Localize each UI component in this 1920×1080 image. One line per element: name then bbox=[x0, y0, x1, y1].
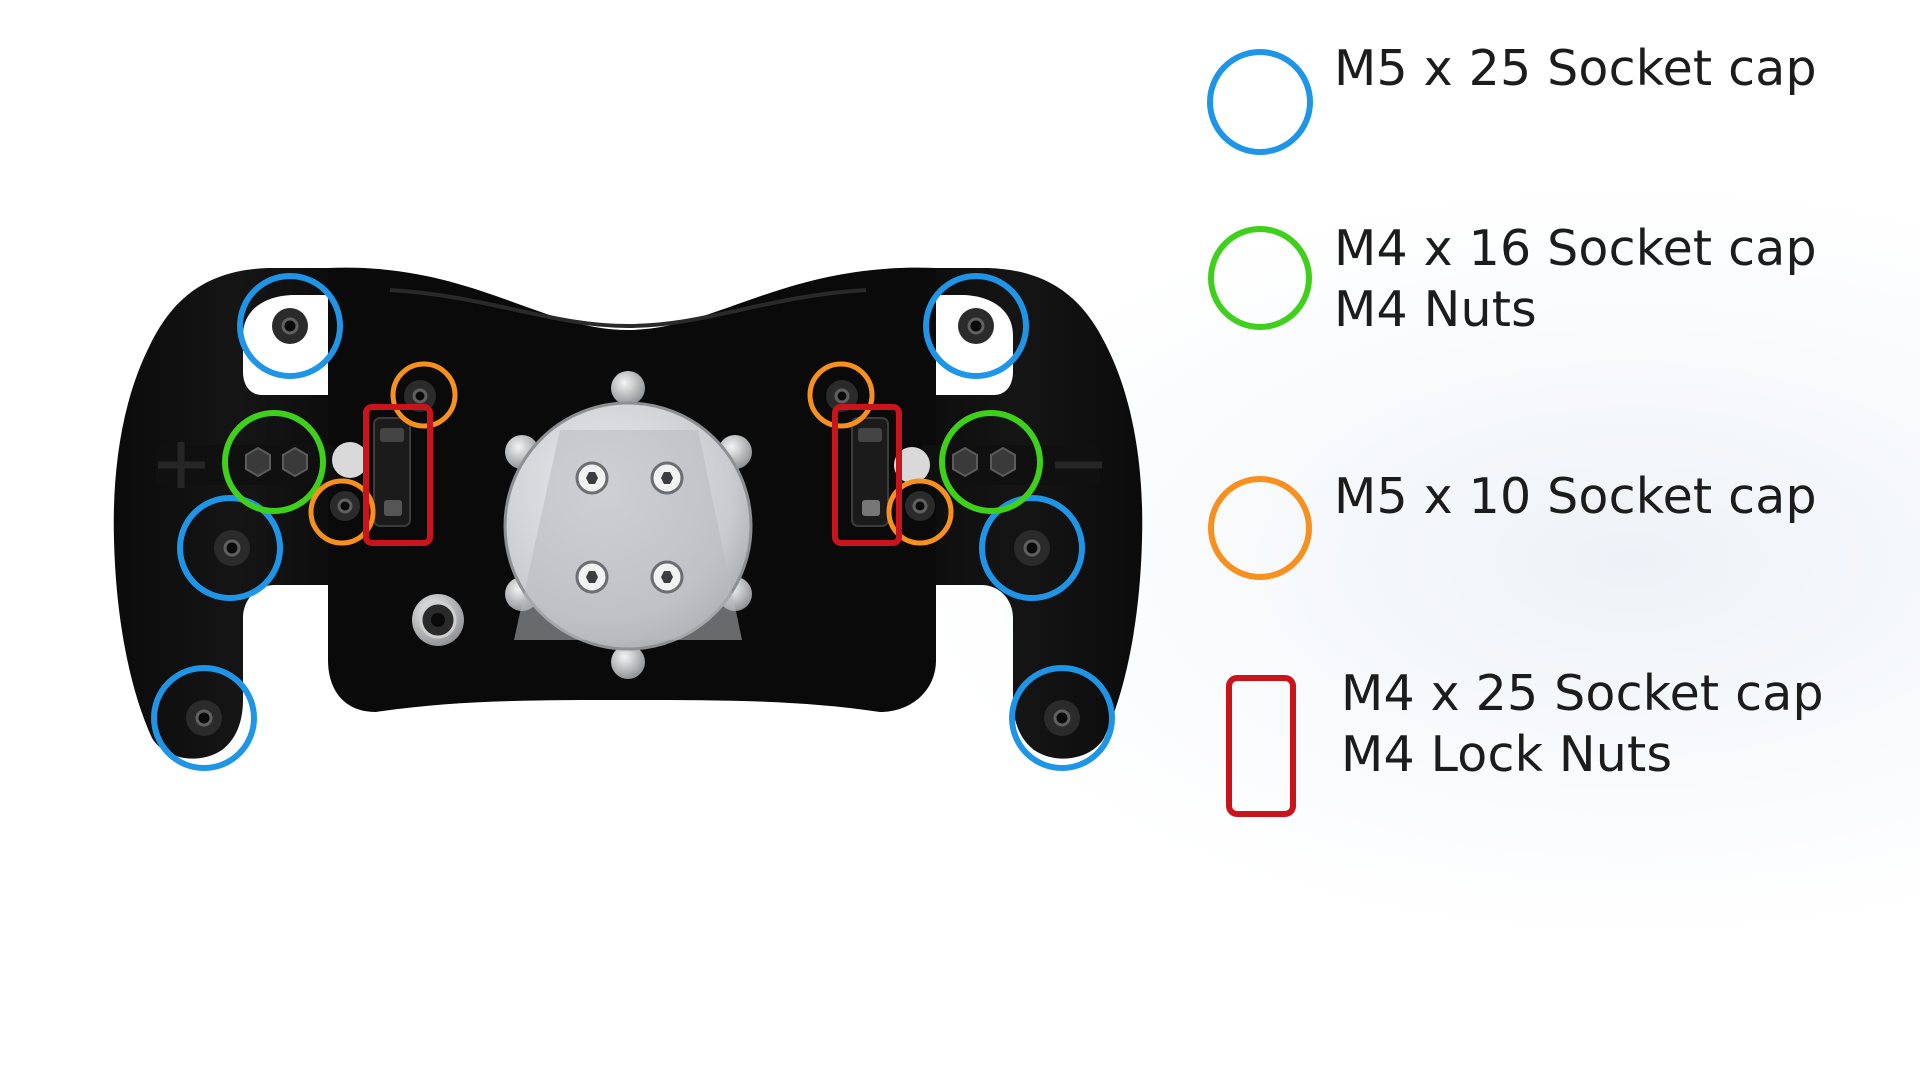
blue-marker bbox=[151, 665, 257, 771]
red-marker bbox=[363, 404, 433, 546]
steering-wheel-illustration bbox=[113, 267, 1143, 759]
green-markers bbox=[222, 410, 1043, 514]
legend-swatches bbox=[1207, 49, 1313, 817]
hex-nut bbox=[245, 446, 1016, 478]
red-marker bbox=[832, 404, 902, 546]
orange-marker bbox=[807, 361, 875, 429]
light-peg bbox=[332, 442, 368, 478]
orange-marker bbox=[308, 478, 376, 546]
legend-red-label: M4 x 25 Socket cap M4 Lock Nuts bbox=[1341, 665, 1824, 783]
green-marker bbox=[939, 410, 1043, 514]
paddle-clamp bbox=[373, 417, 889, 527]
green-marker bbox=[222, 410, 326, 514]
orange-markers bbox=[308, 361, 954, 546]
left-plus-mark bbox=[158, 442, 205, 488]
blue-marker bbox=[923, 273, 1029, 379]
left-grip bbox=[113, 268, 360, 759]
legend-orange-label: M5 x 10 Socket cap bbox=[1334, 468, 1817, 525]
legend-green-label: M4 x 16 Socket cap M4 Nuts bbox=[1334, 220, 1817, 338]
legend-blue-label: M5 x 25 Socket cap bbox=[1334, 40, 1817, 97]
quick-release-hub bbox=[503, 401, 753, 651]
legend-orange-circle-icon bbox=[1208, 476, 1312, 580]
legend-red-rectangle-icon bbox=[1226, 675, 1296, 817]
blue-marker bbox=[237, 273, 343, 379]
center-plate-edge bbox=[389, 288, 867, 329]
orange-marker bbox=[390, 361, 458, 429]
blue-markers bbox=[151, 273, 1115, 771]
blue-marker bbox=[177, 495, 283, 601]
bolt-hole bbox=[186, 308, 1080, 736]
light-peg bbox=[894, 447, 930, 483]
right-grip bbox=[896, 268, 1143, 759]
legend-blue-circle-icon bbox=[1207, 49, 1313, 155]
orange-marker bbox=[886, 478, 954, 546]
red-markers bbox=[363, 404, 902, 546]
connector-jack bbox=[412, 594, 464, 646]
legend-green-circle-icon bbox=[1208, 226, 1312, 330]
blue-marker bbox=[979, 495, 1085, 601]
blue-marker bbox=[1009, 665, 1115, 771]
